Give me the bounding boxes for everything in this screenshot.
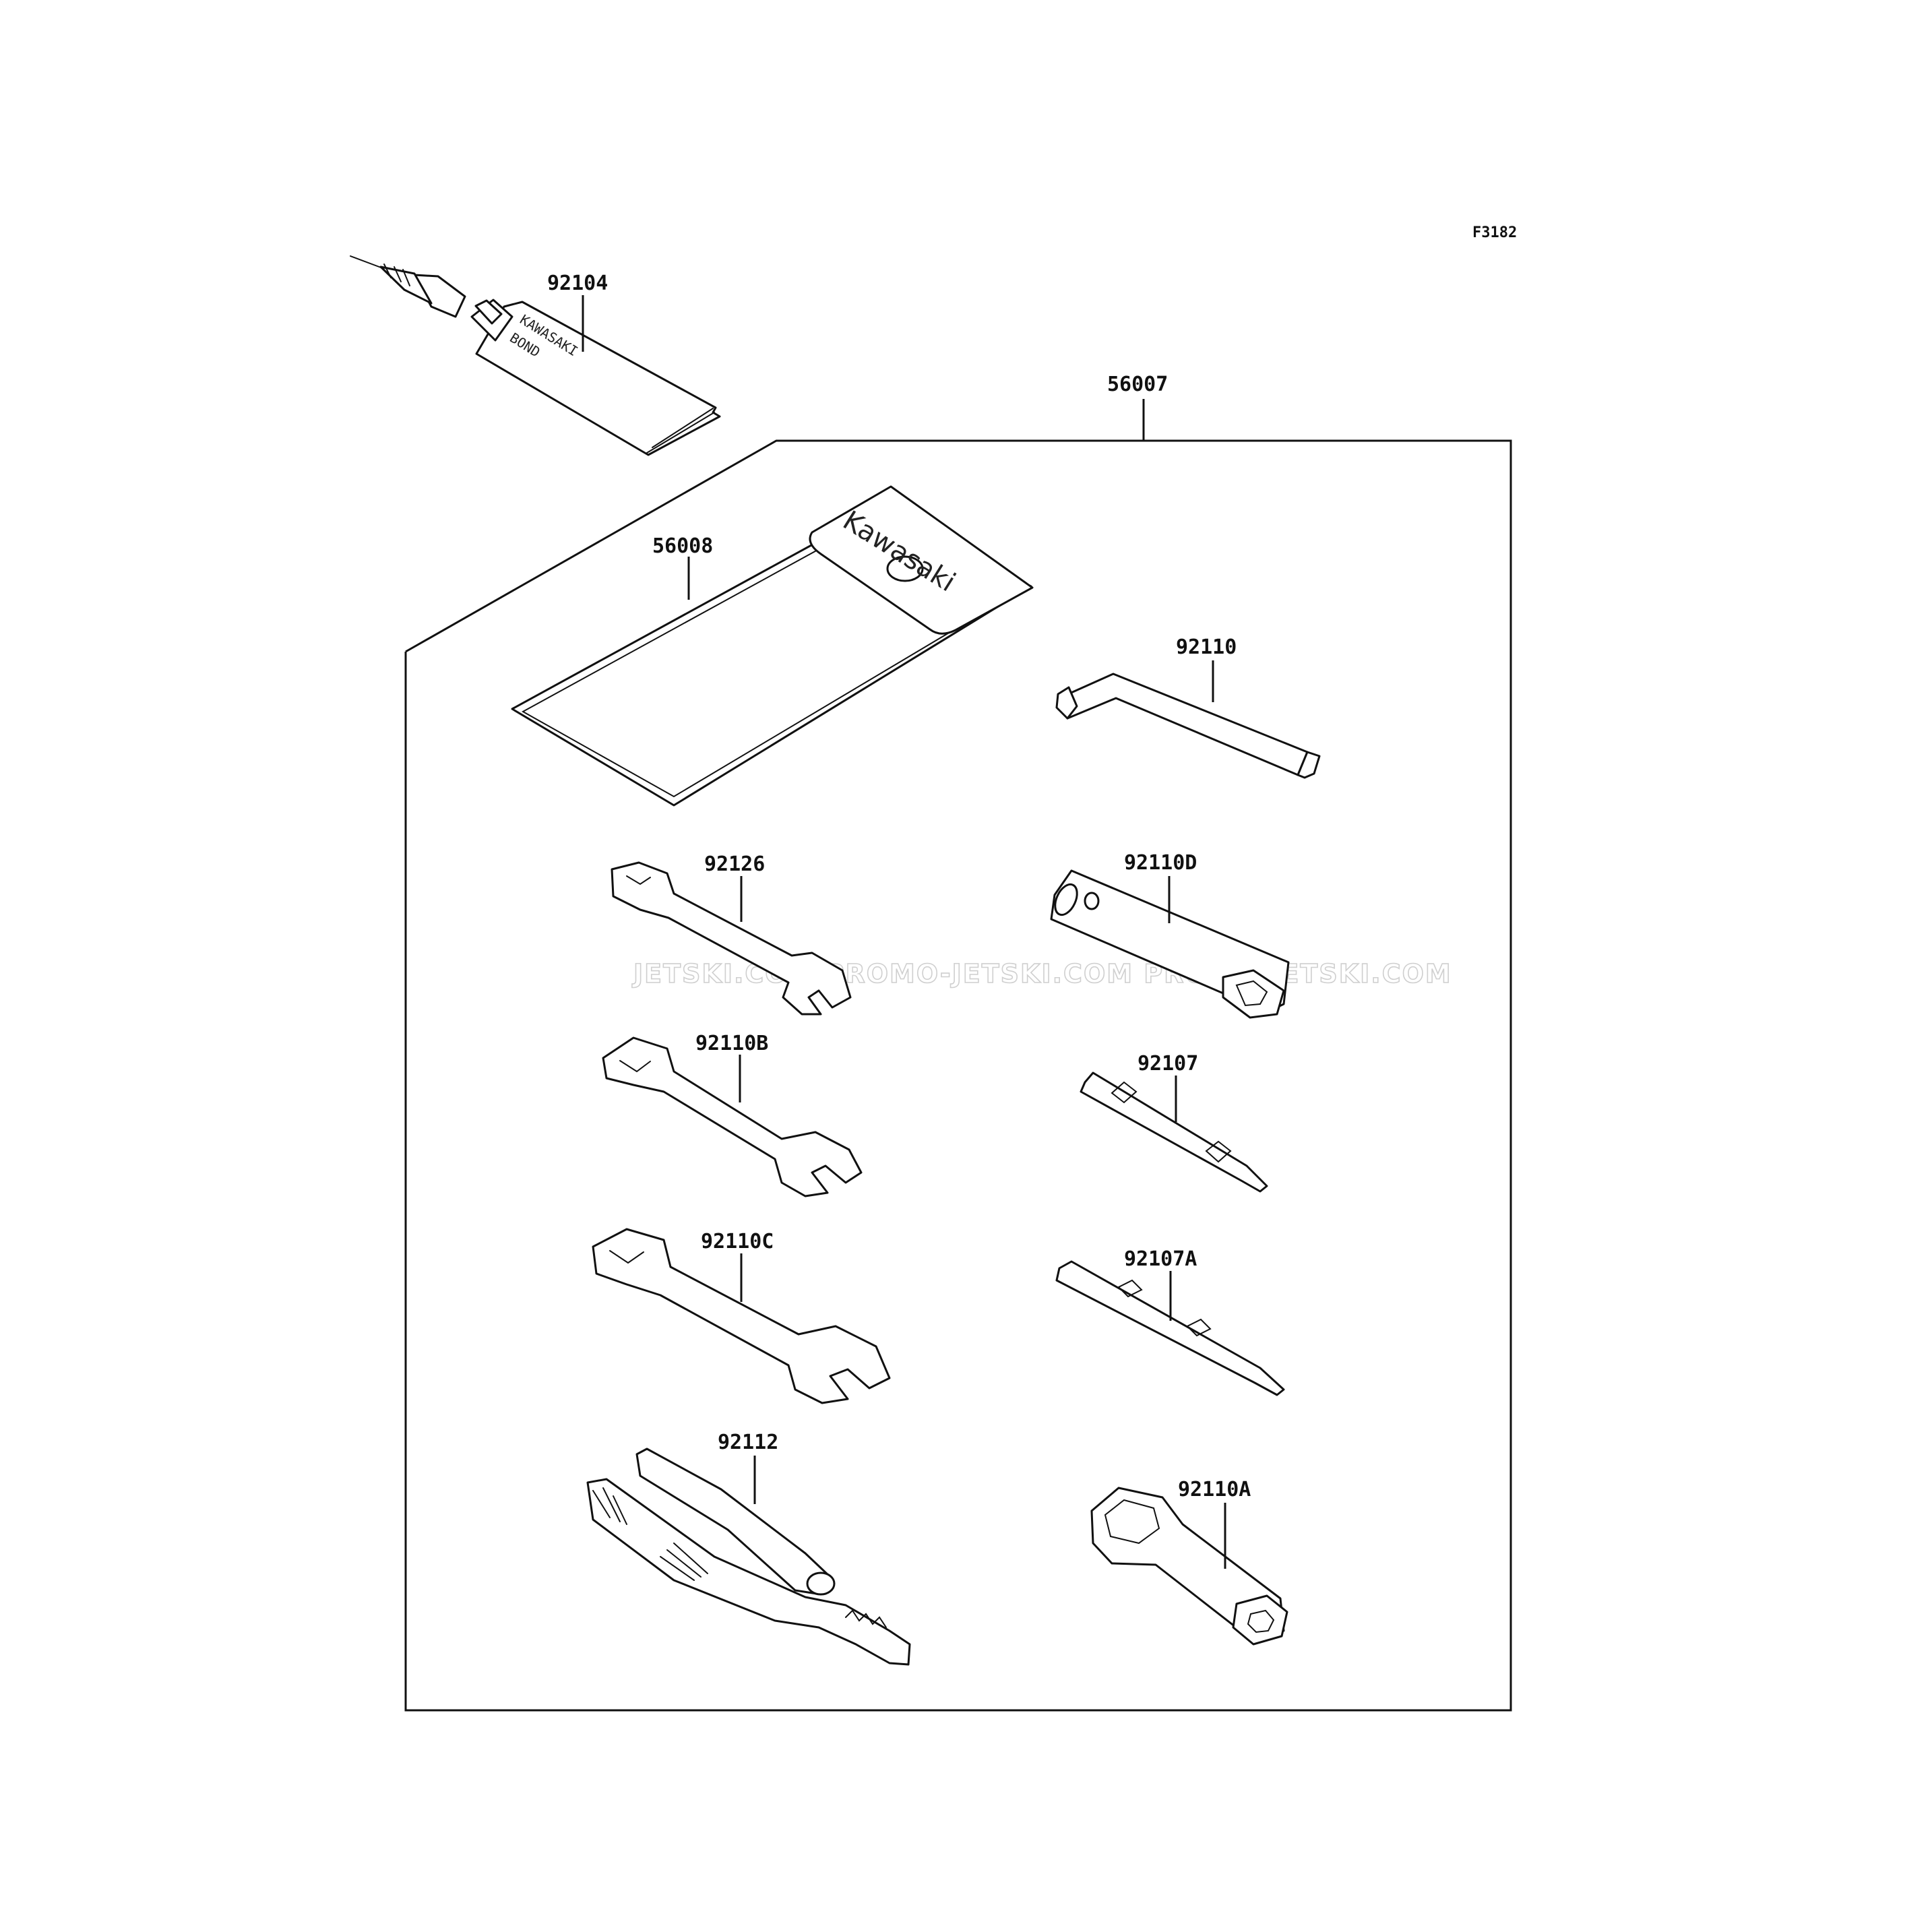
pliers-icon xyxy=(586,1447,911,1666)
part-label-92110D: 92110D xyxy=(1124,851,1197,875)
hex-key-icon xyxy=(1055,673,1321,779)
part-label-92104: 92104 xyxy=(547,272,608,295)
box-wrench-icon xyxy=(1050,869,1290,1019)
wrench-medium-icon xyxy=(602,1036,863,1197)
part-label-56007: 56007 xyxy=(1107,373,1168,396)
part-label-92107: 92107 xyxy=(1138,1052,1198,1076)
part-label-92107A: 92107A xyxy=(1124,1247,1197,1271)
screwdriver-bit-icon xyxy=(1080,1071,1268,1193)
part-label-92110C: 92110C xyxy=(701,1230,774,1253)
bond-tube-icon: KAWASAKI BOND xyxy=(350,255,721,456)
part-label-92110A: 92110A xyxy=(1178,1478,1251,1501)
wrench-small-icon xyxy=(611,861,852,1016)
screwdriver-bit-long-icon xyxy=(1055,1260,1285,1396)
wrench-large-icon xyxy=(592,1228,891,1404)
tool-kit-frame xyxy=(404,399,1512,1712)
part-label-92112: 92112 xyxy=(718,1431,778,1454)
part-label-56008: 56008 xyxy=(652,534,713,558)
tool-pouch-icon: Kawasaki xyxy=(511,485,1034,807)
figure-id: F3182 xyxy=(1472,224,1517,241)
part-label-92110B: 92110B xyxy=(695,1032,768,1055)
socket-wrench-icon xyxy=(1090,1487,1288,1646)
part-label-92126: 92126 xyxy=(704,852,765,876)
part-label-92110: 92110 xyxy=(1176,635,1237,659)
